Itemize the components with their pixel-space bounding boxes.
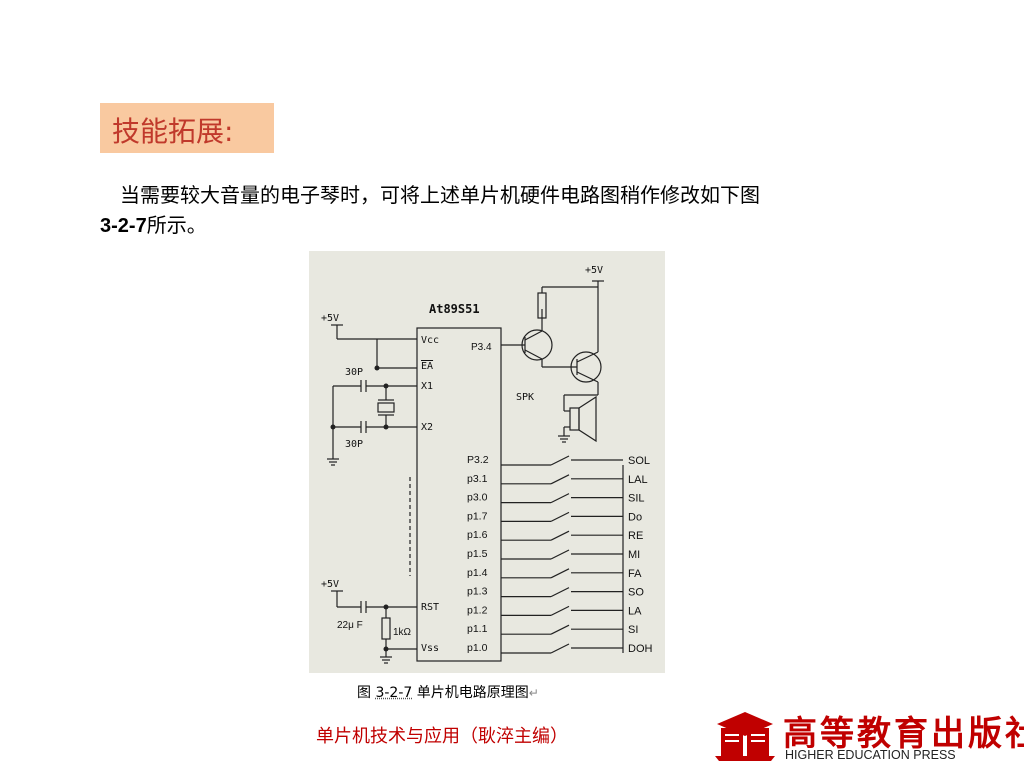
section-title: 技能拓展:: [112, 115, 234, 148]
note-label: MI: [628, 549, 640, 561]
port-label: p1.3: [467, 586, 488, 598]
figure-reference: 3-2-7: [100, 215, 147, 237]
note-label: SOL: [628, 455, 650, 467]
pin-vss: Vss: [421, 643, 439, 654]
port-label: p1.4: [467, 567, 488, 579]
port-label: P3.2: [467, 454, 489, 466]
vcc-power-label: +5V: [321, 313, 339, 324]
port-label: p1.5: [467, 548, 488, 560]
key-switch: [550, 493, 570, 504]
rst-capacitor-label: 22μ F: [337, 620, 363, 631]
key-switch: [550, 530, 570, 541]
key-switch: [550, 643, 570, 654]
note-label: SI: [628, 624, 638, 636]
description-line-1: 当需要较大音量的电子琴时，可将上述单片机硬件电路图稍作修改如下图: [120, 183, 760, 207]
description-paragraph: 当需要较大音量的电子琴时，可将上述单片机硬件电路图稍作修改如下图 3-2-7所示。: [100, 180, 980, 241]
publisher-name-en: HIGHER EDUCATION PRESS: [785, 748, 956, 762]
note-label: FA: [628, 568, 642, 580]
pin-vcc: Vcc: [421, 335, 439, 346]
footer-book-title: 单片机技术与应用（耿淬主编）: [316, 726, 568, 747]
rst-power-label: +5V: [321, 579, 339, 590]
figure-caption: 图 3-2-7 单片机电路原理图↵: [357, 685, 539, 701]
port-label: p3.0: [467, 492, 488, 504]
note-label: DOH: [628, 643, 653, 655]
pin-ea: EA: [421, 361, 433, 372]
publisher-name-cn: 高等教育出版社: [783, 714, 1024, 754]
resistor-label: 1kΩ: [393, 627, 412, 638]
description-tail: 所示。: [146, 213, 207, 237]
chip-title: At89S51: [429, 302, 480, 316]
key-switch: [550, 587, 570, 598]
pin-rst: RST: [421, 602, 439, 613]
key-switch: [550, 624, 570, 635]
pin-x1: X1: [421, 381, 433, 392]
pin-x2: X2: [421, 422, 433, 433]
x1-cap-label: 30P: [345, 367, 363, 378]
key-switch: [550, 474, 570, 485]
key-switch: [550, 455, 570, 466]
speaker-power-label: +5V: [585, 265, 603, 276]
port-label: p1.0: [467, 642, 488, 654]
x2-cap-label: 30P: [345, 439, 363, 450]
chip-body: [416, 327, 502, 662]
note-label: SIL: [628, 493, 645, 505]
publisher-emblem-icon: [715, 712, 775, 761]
key-switch: [550, 511, 570, 522]
note-label: SO: [628, 587, 644, 599]
note-label: LA: [628, 605, 642, 617]
port-label: p1.2: [467, 604, 488, 616]
port-label: p1.6: [467, 529, 488, 541]
key-switch: [550, 605, 570, 616]
port-label: p1.7: [467, 510, 488, 522]
key-switch: [550, 568, 570, 579]
note-label: LAL: [628, 474, 648, 486]
port-label: p3.1: [467, 473, 488, 485]
speaker-label: SPK: [516, 392, 534, 403]
circuit-diagram: At89S51 +5V +5V +5V 30P 30P Vcc EA X1 X2…: [309, 251, 665, 673]
port-label: p1.1: [467, 623, 488, 635]
section-title-box: 技能拓展:: [100, 103, 274, 153]
caption-number: 3-2-7: [375, 685, 413, 701]
note-label: Do: [628, 511, 642, 523]
publisher-logo: 高等教育出版社 HIGHER EDUCATION PRESS: [713, 706, 1024, 764]
note-label: RE: [628, 530, 643, 542]
key-switch: [550, 549, 570, 560]
pin-p34: P3.4: [471, 342, 492, 353]
